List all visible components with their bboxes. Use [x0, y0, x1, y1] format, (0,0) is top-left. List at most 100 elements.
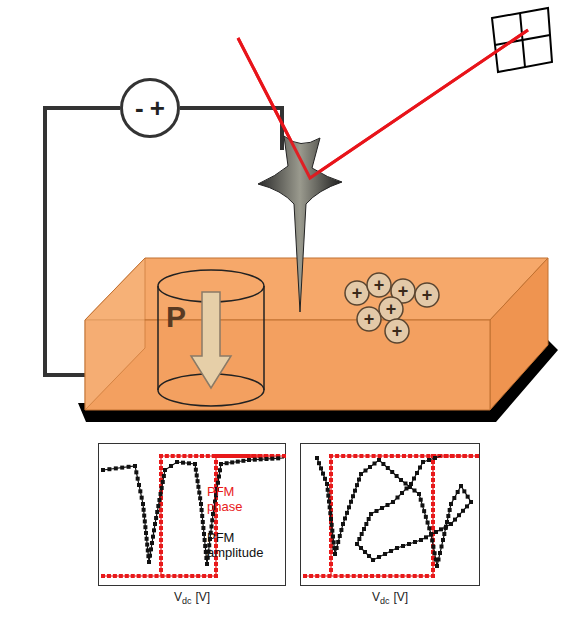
data-point	[194, 454, 198, 458]
data-point	[409, 482, 413, 486]
data-point	[265, 457, 269, 461]
charge-sign: +	[352, 283, 363, 304]
data-point	[282, 454, 286, 458]
charge-sign: +	[422, 285, 433, 306]
data-point	[161, 480, 165, 484]
data-point	[178, 574, 182, 578]
data-point	[446, 514, 450, 518]
data-point	[442, 532, 446, 536]
wire	[180, 108, 282, 150]
data-point	[317, 461, 321, 465]
sample-side	[490, 258, 548, 410]
axis-subscript: dc	[182, 596, 192, 606]
data-point	[131, 574, 135, 578]
data-point	[150, 541, 154, 545]
data-point	[368, 465, 372, 469]
data-point	[422, 509, 426, 513]
data-point	[208, 574, 212, 578]
amplitude-loop	[317, 456, 471, 566]
data-point	[396, 496, 400, 500]
data-point	[457, 513, 461, 517]
data-point	[327, 500, 331, 504]
data-point	[202, 574, 206, 578]
data-point	[431, 526, 435, 530]
data-point	[253, 458, 257, 462]
data-point	[159, 556, 163, 560]
data-point	[430, 538, 434, 542]
laser-beam	[238, 30, 528, 178]
data-point	[214, 520, 218, 524]
data-point	[413, 574, 417, 578]
data-point	[450, 454, 454, 458]
data-point	[360, 532, 364, 536]
data-point	[149, 574, 153, 578]
data-point	[341, 454, 345, 458]
data-point	[346, 574, 350, 578]
data-point	[396, 454, 400, 458]
data-point	[413, 540, 417, 544]
axis-unit: [V]	[393, 590, 408, 604]
sample-front	[85, 320, 490, 410]
data-point	[408, 454, 412, 458]
data-point	[225, 461, 229, 465]
data-point	[214, 460, 218, 464]
data-point	[394, 574, 398, 578]
data-point	[431, 472, 435, 476]
data-point	[205, 562, 209, 566]
data-point	[200, 454, 204, 458]
data-point	[424, 515, 428, 519]
data-point	[437, 558, 441, 562]
data-point	[427, 526, 431, 530]
data-point	[235, 454, 239, 458]
hysteresis-plot: Vdc[V]	[300, 443, 480, 586]
charge: +	[344, 280, 370, 306]
data-point	[359, 472, 363, 476]
data-point	[382, 574, 386, 578]
data-point	[230, 460, 234, 464]
data-point	[388, 574, 392, 578]
data-point	[193, 462, 197, 466]
data-point	[120, 466, 124, 470]
data-point	[425, 574, 429, 578]
data-point	[419, 538, 423, 542]
data-point	[331, 535, 335, 539]
data-point	[188, 454, 192, 458]
data-point	[159, 550, 163, 554]
data-point	[420, 454, 424, 458]
data-point	[134, 470, 138, 474]
data-point	[462, 454, 466, 458]
polarization-domain: P	[156, 268, 266, 408]
data-point	[142, 508, 146, 512]
data-point	[159, 538, 163, 542]
data-point	[421, 460, 425, 464]
data-point	[147, 560, 151, 564]
data-point	[143, 574, 147, 578]
data-point	[335, 454, 339, 458]
data-point	[159, 508, 163, 512]
data-point	[154, 516, 158, 520]
data-point	[395, 474, 399, 478]
data-point	[321, 472, 325, 476]
data-point	[203, 544, 207, 548]
data-point	[214, 568, 218, 572]
data-point	[177, 454, 181, 458]
photodetector	[492, 8, 552, 72]
charge-circle	[415, 283, 439, 307]
polarity-sign: +	[150, 93, 165, 124]
data-point	[152, 528, 156, 532]
data-point	[463, 454, 467, 458]
domain-cylinder	[156, 268, 266, 408]
data-point	[162, 474, 166, 478]
data-point	[364, 469, 368, 473]
data-point	[449, 522, 453, 526]
data-point	[325, 482, 329, 486]
data-point	[367, 554, 371, 558]
data-point	[160, 486, 164, 490]
data-point	[203, 538, 207, 542]
data-point	[407, 542, 411, 546]
data-point	[159, 544, 163, 548]
data-point	[401, 574, 405, 578]
data-point	[140, 496, 144, 500]
data-point	[329, 472, 333, 476]
data-point	[201, 526, 205, 530]
